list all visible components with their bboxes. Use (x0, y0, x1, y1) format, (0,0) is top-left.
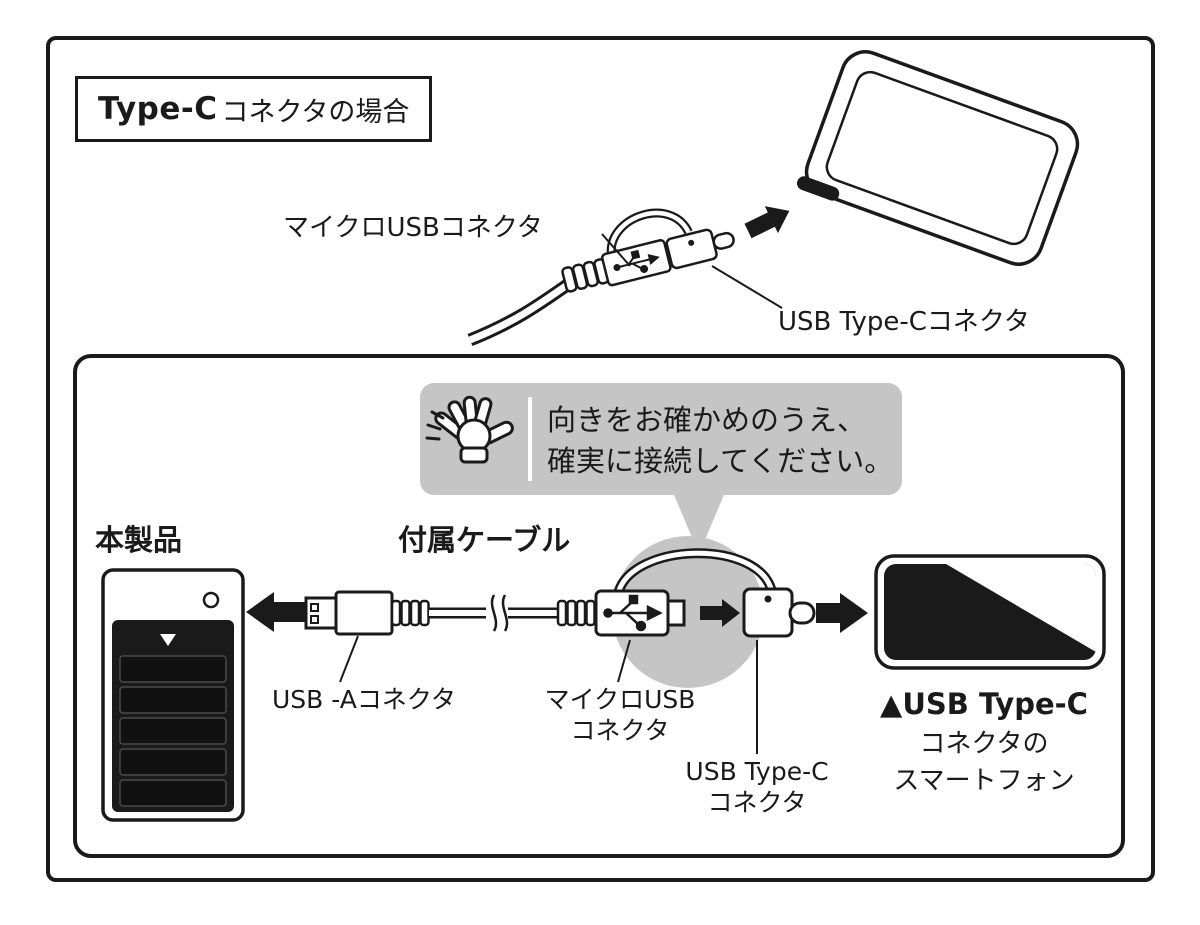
top-cable-fill (468, 278, 575, 344)
usb-trident-icon (613, 249, 660, 273)
battery-slots (119, 655, 227, 807)
label-micro-usb-line2: コネクタ (570, 716, 670, 745)
label-type-c-line2: コネクタ (707, 788, 807, 817)
arrow-into-device-icon (744, 206, 790, 239)
smartphone-illustration (874, 554, 1106, 670)
label-usb-a: USB -Aコネクタ (272, 685, 456, 714)
arrow-right-icon (816, 593, 868, 633)
label-micro-usb-top: マイクロUSBコネクタ (283, 213, 543, 243)
adapter-dot (688, 239, 695, 246)
adapter-dot (764, 595, 772, 603)
label-type-c-top: USB Type-Cコネクタ (778, 307, 1030, 337)
caution-callout-box (420, 383, 902, 495)
screen-reflection (946, 564, 1096, 652)
motion-lines (425, 410, 445, 441)
label-type-c-bottom: USB Type-C コネクタ (673, 756, 841, 818)
label-smartphone: ▲USB Type-C コネクタの スマートフォン (858, 686, 1110, 797)
label-product: 本製品 (95, 523, 183, 557)
highlight-circle (612, 536, 764, 688)
usb-trident-icon (603, 594, 663, 632)
caution-text: 向きをお確かめのうえ、 確実に接続してください。 (547, 400, 893, 482)
label-phone-line1: ▲USB Type-C (880, 687, 1088, 721)
type-c-adapter (742, 587, 816, 638)
product-illustration (101, 568, 245, 822)
device-illustration (797, 50, 1080, 266)
outer-border (46, 36, 1155, 882)
usb-a-connector (304, 590, 394, 636)
section-title-box: Type-C コネクタの場合 (75, 76, 433, 142)
label-micro-usb-bottom: マイクロUSB コネクタ (538, 684, 702, 746)
label-phone-line3: スマートフォン (893, 765, 1075, 796)
usb-port (797, 176, 840, 201)
type-c-adapter-body (665, 228, 718, 270)
leader-usb-a (339, 635, 359, 683)
section-title-bold: Type-C (98, 91, 218, 127)
led-indicator (202, 591, 220, 609)
triangle-marker (160, 634, 176, 646)
insert-arrow-icon (700, 599, 740, 627)
label-type-c-line1: USB Type-C (685, 757, 829, 786)
inner-panel-border (73, 354, 1125, 858)
coil-right (556, 599, 596, 627)
label-phone-line2: コネクタの (919, 729, 1049, 760)
label-included-cable: 付属ケーブル (398, 523, 571, 557)
hand-icon (425, 395, 514, 464)
label-micro-usb-line1: マイクロUSB (544, 685, 696, 714)
caution-line-1: 向きをお確かめのうえ、 (547, 403, 867, 437)
top-connector-illustration (561, 208, 735, 293)
arrow-left-icon (246, 592, 306, 632)
cable-break (490, 594, 498, 632)
type-c-plug-tip (712, 231, 735, 250)
leader-micro-usb-bottom (617, 639, 631, 683)
micro-usb-tip (666, 599, 686, 627)
section-title-rest: コネクタの場合 (221, 96, 410, 128)
coil-left (390, 599, 430, 627)
cable-coil (561, 258, 610, 293)
leader-type-c-top (711, 265, 783, 309)
included-cable (390, 594, 596, 632)
callout-tail (672, 490, 726, 554)
type-c-plug-tip (788, 601, 816, 625)
caution-line-2: 確実に接続してください。 (547, 444, 894, 478)
leader-micro-usb-top (601, 233, 631, 267)
callout-divider (528, 397, 532, 481)
micro-usb-connector (594, 589, 686, 637)
